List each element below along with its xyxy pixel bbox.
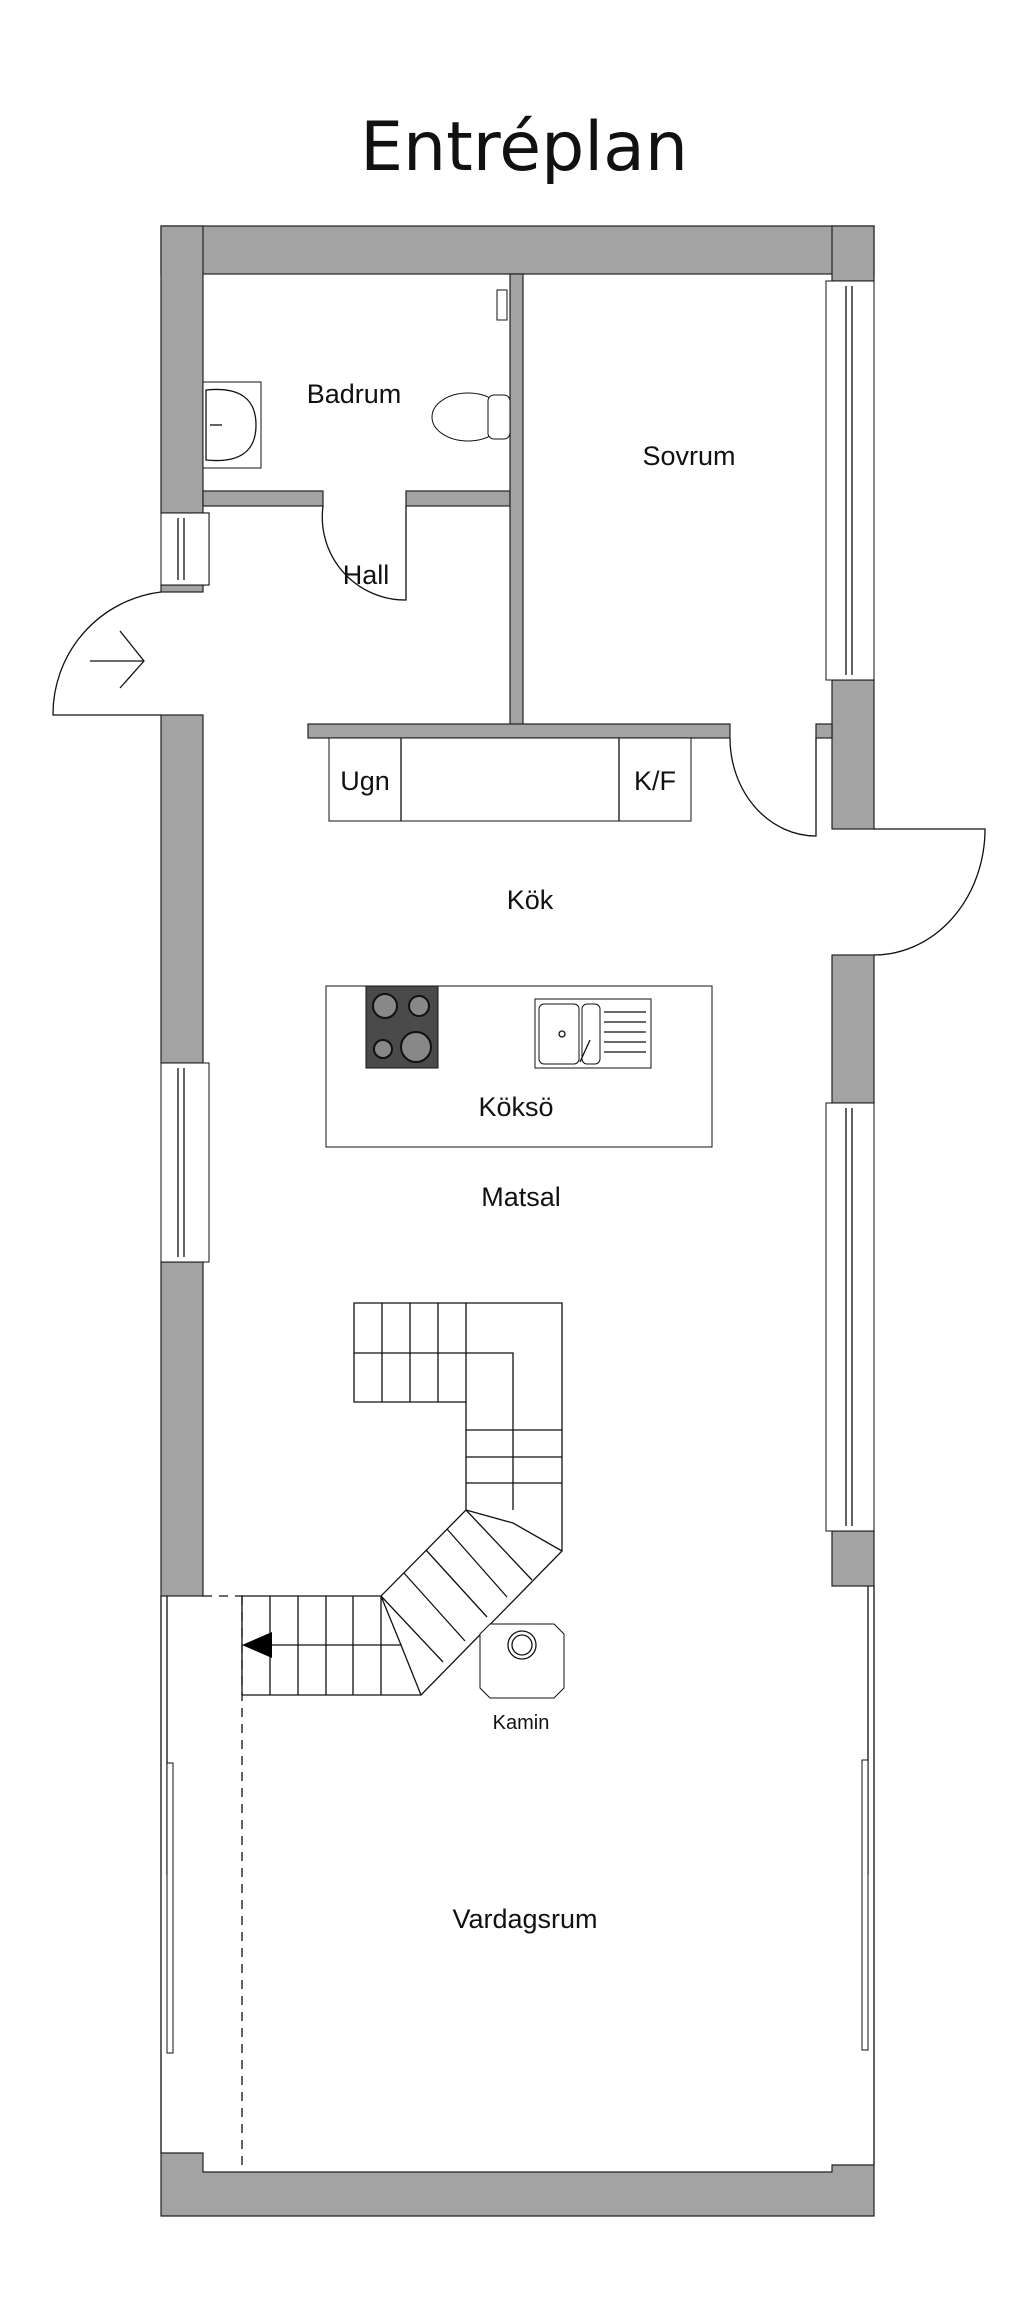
stair-direction-arrow-icon xyxy=(242,1632,272,1658)
room-label-sovrum: Sovrum xyxy=(642,441,735,471)
oven-label: Ugn xyxy=(340,766,390,796)
fireplace-label: Kamin xyxy=(493,1712,550,1734)
room-label-hall: Hall xyxy=(343,560,390,590)
room-label-badrum: Badrum xyxy=(307,379,402,409)
cooktop-icon xyxy=(365,985,439,1069)
room-label-kok: Kök xyxy=(507,885,554,915)
bathroom-fixtures xyxy=(202,289,511,469)
walls xyxy=(160,225,875,2217)
fridge-freezer-label: K/F xyxy=(634,766,676,796)
shower-tap-icon xyxy=(496,289,508,321)
room-label-koksö: Köksö xyxy=(478,1092,553,1122)
staircase xyxy=(203,1302,563,2172)
doors xyxy=(52,505,986,956)
fireplace-icon xyxy=(479,1623,565,1699)
room-label-matsal: Matsal xyxy=(481,1182,561,1212)
entrance-arrow-icon xyxy=(90,630,145,689)
kitchen-counter xyxy=(328,737,692,822)
plan-title: Entréplan xyxy=(360,108,688,187)
room-label-vardagsrum: Vardagsrum xyxy=(452,1904,597,1934)
sink-icon xyxy=(534,998,652,1069)
windows xyxy=(160,280,875,2165)
kitchen-island xyxy=(325,985,713,1148)
